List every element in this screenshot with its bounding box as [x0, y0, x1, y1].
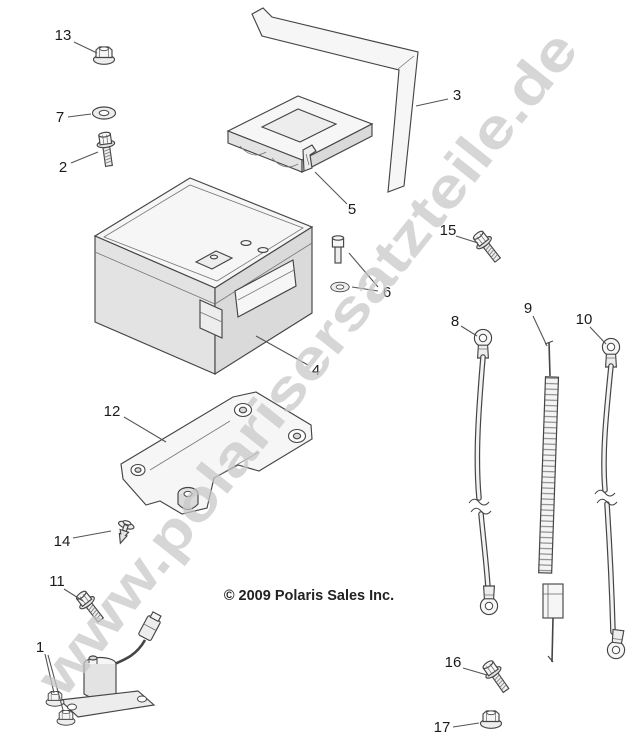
callout-4: 4 [312, 362, 320, 379]
flange-nut-17 [479, 710, 503, 729]
solenoid-assembly [58, 611, 162, 718]
copyright-text: © 2009 Polaris Sales Inc. [224, 588, 394, 604]
leader-lines [44, 41, 607, 728]
callout-12: 12 [104, 403, 121, 420]
callout-14: 14 [54, 533, 71, 550]
push-rivet [117, 520, 135, 545]
flange-nut-13 [92, 46, 116, 65]
callout-16: 16 [445, 654, 462, 671]
callout-9: 9 [524, 300, 532, 317]
callout-13: 13 [55, 27, 72, 44]
battery-hold-down-strap [251, 7, 419, 193]
mount-bracket [120, 391, 313, 515]
battery-terminal-bolt [331, 235, 345, 264]
callout-1: 1 [36, 639, 44, 656]
callout-5: 5 [348, 201, 356, 218]
battery-cable-10 [594, 337, 628, 661]
bolt-16 [478, 657, 514, 697]
callout-11: 11 [49, 573, 65, 590]
bolt-2 [94, 130, 119, 168]
battery-clamp-plate [226, 95, 374, 173]
battery [93, 177, 314, 376]
washer-7 [91, 106, 117, 120]
callout-10: 10 [576, 311, 593, 328]
callout-8: 8 [451, 313, 459, 330]
callout-15: 15 [440, 222, 457, 239]
callout-7: 7 [56, 109, 64, 126]
callout-6: 6 [383, 284, 391, 301]
battery-cable-8 [468, 328, 499, 616]
bolt-15 [469, 227, 506, 267]
callout-2: 2 [59, 159, 67, 176]
strap-hook [302, 144, 317, 172]
callout-3: 3 [453, 87, 461, 104]
solenoid-nut-lower [56, 709, 76, 726]
conduit-cable-9 [538, 340, 564, 663]
callout-17: 17 [434, 719, 451, 736]
